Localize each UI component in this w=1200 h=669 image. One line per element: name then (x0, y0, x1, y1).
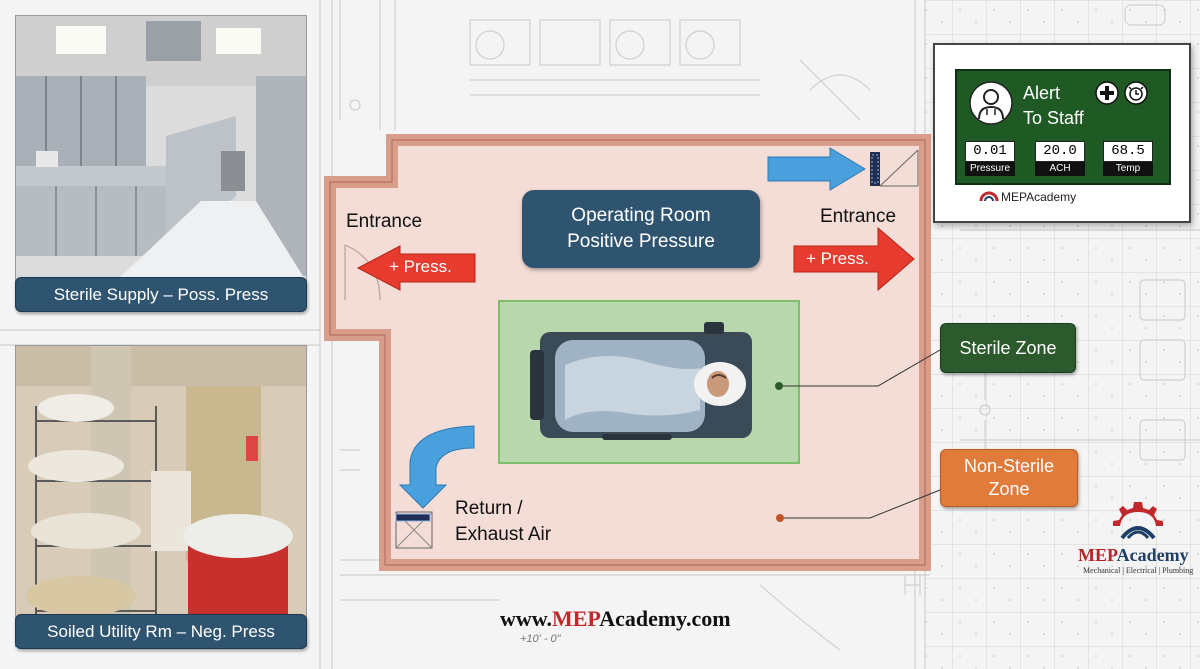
doctor-icon (969, 81, 1013, 125)
sterile-supply-photo (15, 15, 307, 282)
temp-caption: Temp (1103, 162, 1153, 176)
soiled-utility-label: Soiled Utility Rm – Neg. Press (15, 614, 307, 649)
press-left-label: + Press. (389, 257, 452, 276)
website-url[interactable]: www.MEPAcademy.com (500, 606, 731, 632)
brand-tagline: Mechanical | Electrical | Plumbing (1083, 566, 1194, 575)
pressure-value: 0.01 (965, 141, 1015, 162)
alarm-clock-icon (1124, 81, 1148, 105)
brand-mep: MEP (1078, 545, 1117, 565)
entrance-right-label: Entrance (820, 206, 897, 227)
alert-monitor-panel: Alert To Staff 0.01 Pressure 20.0 ACH (933, 43, 1191, 223)
non-sterile-line2: Zone (988, 479, 1030, 499)
website-prefix: www. (500, 606, 552, 631)
non-sterile-line1: Non-Sterile (963, 456, 1055, 476)
supply-air-arrow (767, 147, 866, 191)
temp-value: 68.5 (1103, 141, 1153, 162)
medical-cross-icon (1095, 81, 1119, 105)
return-line2: Exhaust Air (455, 524, 552, 545)
press-arrow-left (356, 245, 476, 291)
website-mep: MEP (551, 606, 600, 631)
dimension-note: +10' - 0" (520, 633, 561, 645)
or-title-line2: Positive Pressure (567, 231, 715, 252)
temp-readout: 68.5 Temp (1103, 141, 1153, 176)
entrance-left-label: Entrance (346, 211, 423, 232)
return-grille (395, 511, 433, 549)
pressure-caption: Pressure (965, 162, 1015, 176)
press-right-label: + Press. (806, 249, 869, 268)
or-title-line1: Operating Room (571, 205, 711, 226)
supply-diffuser (870, 152, 880, 186)
sterile-supply-label: Sterile Supply – Poss. Press (15, 277, 307, 312)
non-sterile-zone-marker (776, 514, 784, 522)
website-suffix: Academy.com (599, 606, 731, 631)
gear-logo-icon (979, 191, 999, 202)
brand-name: MEPAcademy (1078, 545, 1189, 566)
leader-lines (779, 349, 941, 519)
return-air-arrow (398, 425, 475, 509)
sterile-zone-marker (775, 382, 783, 390)
brand-academy: Academy (1116, 545, 1189, 565)
pressure-readout: 0.01 Pressure (965, 141, 1015, 176)
press-arrow-right (793, 226, 915, 292)
non-sterile-zone-label: Non-Sterile Zone (940, 449, 1078, 507)
operating-room-title: Operating Room Positive Pressure (522, 190, 760, 268)
return-line1: Return / (455, 498, 523, 519)
soiled-utility-photo (15, 345, 307, 647)
alert-screen: Alert To Staff 0.01 Pressure 20.0 ACH (955, 69, 1171, 185)
alert-title-line2: To Staff (1023, 108, 1084, 128)
panel-brand-text: MEPAcademy (1001, 190, 1077, 204)
sterile-zone-label: Sterile Zone (940, 323, 1076, 373)
operating-table (530, 322, 752, 440)
ach-readout: 20.0 ACH (1035, 141, 1085, 176)
mep-gear-logo-icon (1113, 502, 1163, 540)
alert-title-line1: Alert (1023, 83, 1061, 103)
ach-value: 20.0 (1035, 141, 1085, 162)
ach-caption: ACH (1035, 162, 1085, 176)
return-exhaust-label: Return / Exhaust Air (455, 496, 551, 548)
